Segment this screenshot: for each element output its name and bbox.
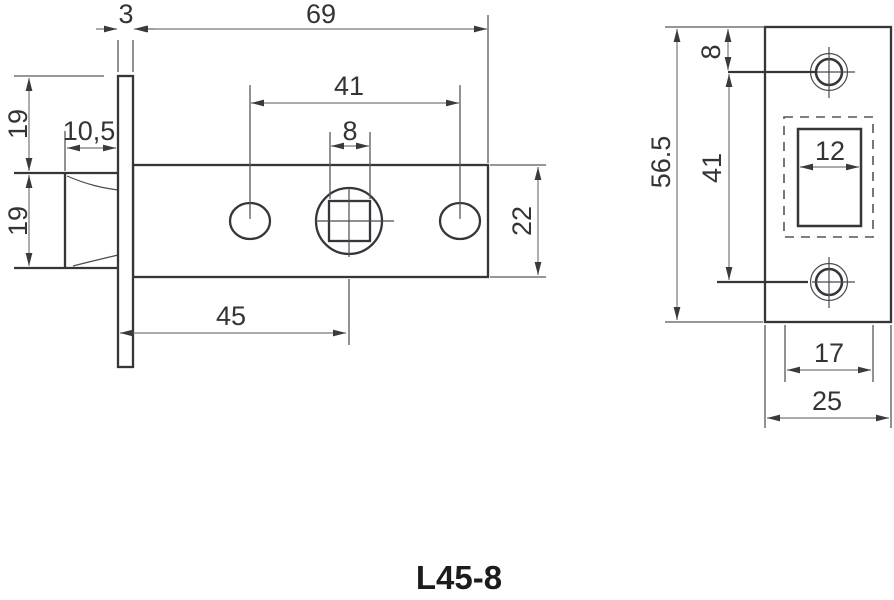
dim-label-spindle-square: 8 [342, 116, 357, 146]
latch-opening [796, 127, 863, 228]
cutout-dashed-outline [783, 116, 874, 238]
front-extension-lines [665, 26, 892, 428]
drawing-title: L45-8 [416, 559, 502, 596]
extension-line [249, 85, 461, 219]
faceplate-front [763, 25, 893, 324]
spindle-crosshair [315, 188, 394, 257]
bolt-outline [14, 171, 118, 270]
side-dimension-labels: 3 69 41 8 19 10,5 19 45 22 [3, 0, 537, 331]
dim-label-bolt-height: 19 [3, 206, 33, 236]
side-dimension-lines [25, 25, 542, 337]
dim-label-body-height: 22 [507, 206, 537, 236]
extension-line [784, 325, 874, 382]
dim-label-hole-spacing: 41 [334, 71, 364, 101]
bolt-bevel-bottom-curve [72, 254, 119, 267]
dim-label-screw-spacing: 41 [697, 153, 727, 183]
dim-label-top-to-screw: 8 [696, 44, 726, 59]
screw-hole-top-crosshair [812, 47, 855, 98]
faceplate-side [116, 74, 135, 369]
latch-body [131, 163, 490, 279]
dim-label-plate-width: 25 [812, 386, 842, 416]
dim-label-opening-width: 12 [815, 136, 845, 166]
front-dimension-labels: 8 41 56.5 12 17 25 [646, 44, 845, 416]
dim-label-cutout-width: 17 [814, 338, 844, 368]
dim-label-faceplate-thickness: 3 [118, 0, 133, 29]
dim-label-backset: 45 [216, 301, 246, 331]
side-extension-lines [14, 15, 546, 345]
screw-hole-bottom [717, 257, 855, 308]
extension-line [117, 40, 134, 72]
side-view: 3 69 41 8 19 10,5 19 45 22 [3, 0, 546, 369]
latch-bolt [14, 171, 119, 270]
extension-line [490, 164, 546, 278]
screw-hole-bottom-crosshair [812, 257, 855, 308]
bolt-bevel-top-curve [66, 175, 119, 191]
front-view: 8 41 56.5 12 17 25 [646, 25, 893, 428]
dim-label-top-to-bolt: 19 [3, 109, 33, 139]
dim-label-plate-height: 56.5 [646, 136, 676, 189]
extension-line [764, 325, 892, 428]
dim-label-bolt-length: 10,5 [63, 116, 116, 146]
front-dimension-lines [673, 29, 889, 422]
extension-line [329, 132, 371, 199]
dim-label-body-length: 69 [306, 0, 336, 29]
screw-hole-top [728, 47, 855, 98]
